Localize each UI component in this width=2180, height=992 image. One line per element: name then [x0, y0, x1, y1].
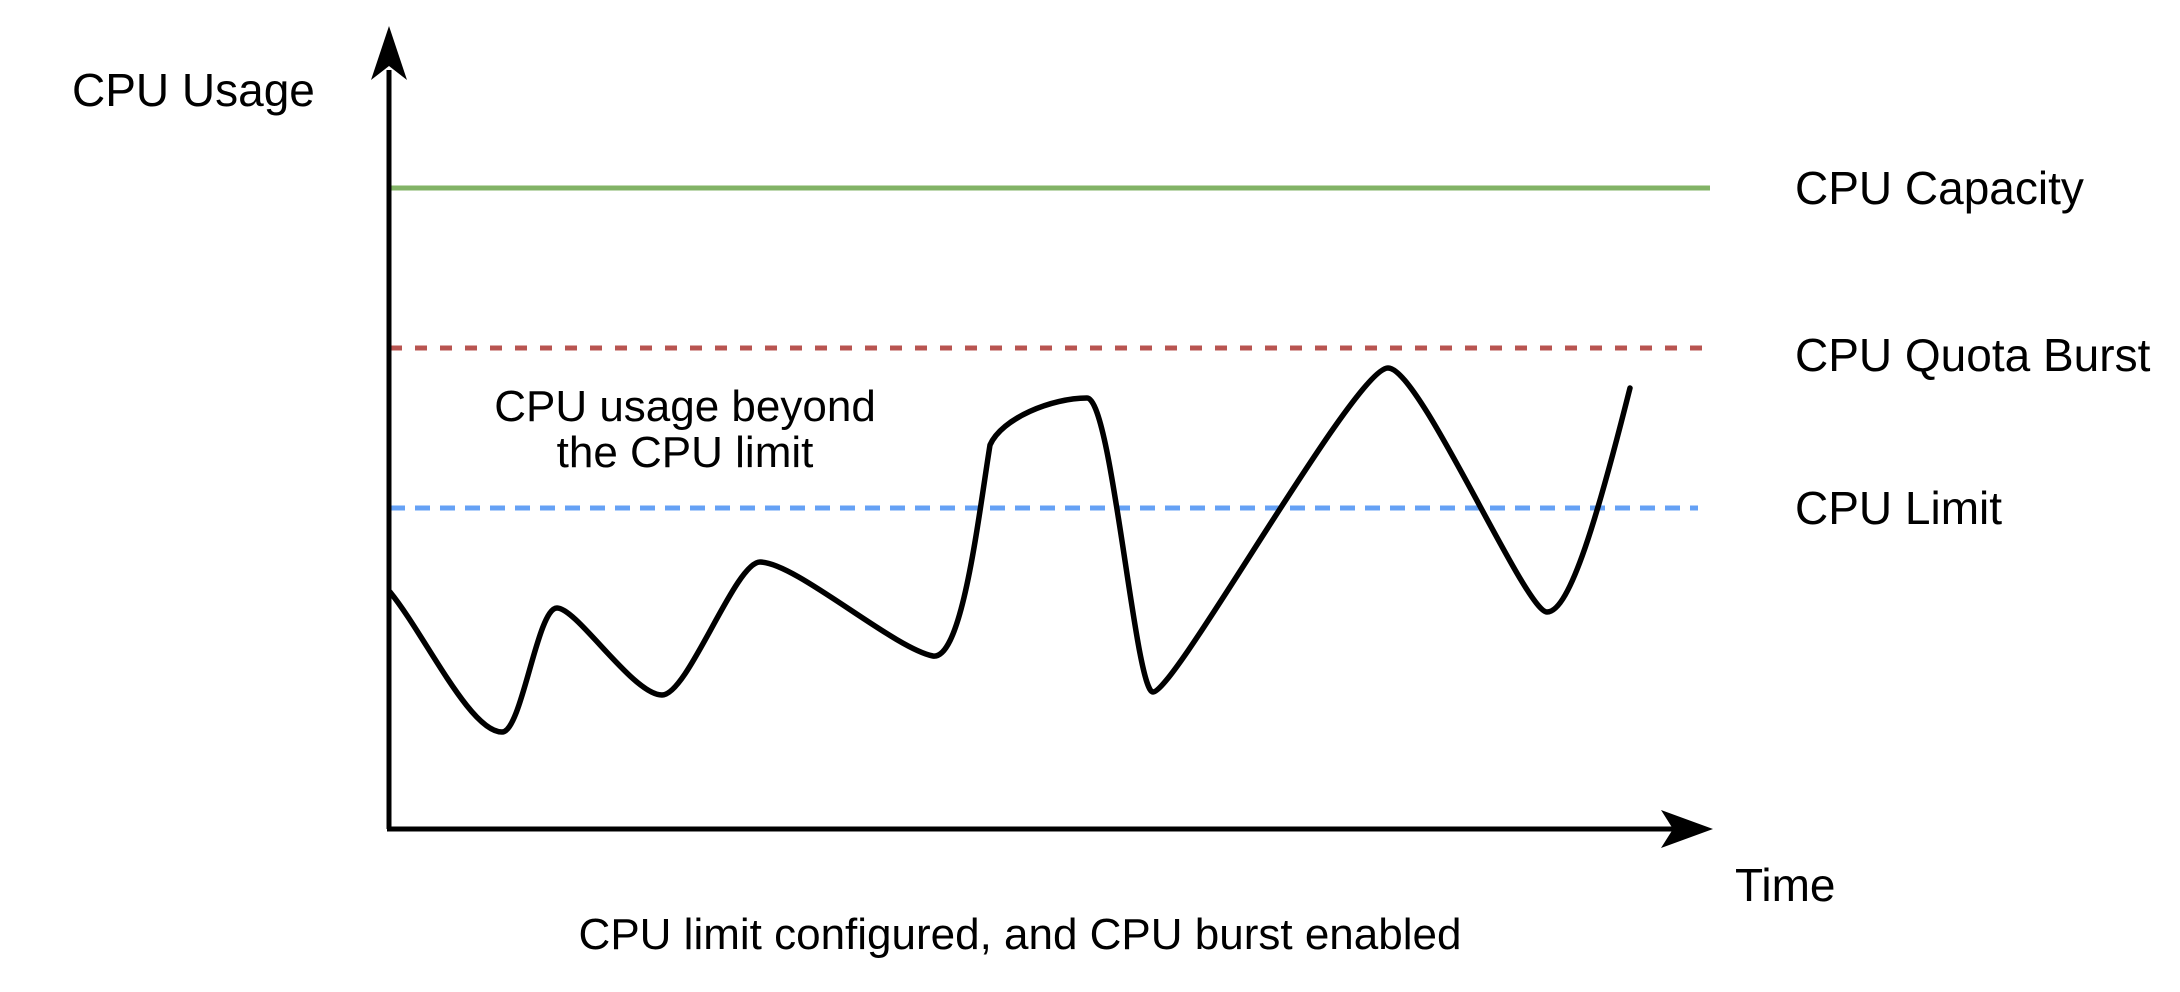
cpu-capacity-label: CPU Capacity	[1795, 162, 2084, 214]
x-axis-label: Time	[1735, 859, 1836, 911]
cpu-quota-burst-label: CPU Quota Burst	[1795, 329, 2151, 381]
annotation-line1: CPU usage beyond	[494, 382, 876, 431]
up-arrowhead-icon	[371, 26, 407, 80]
annotation-line2: the CPU limit	[556, 428, 814, 477]
figure-caption: CPU limit configured, and CPU burst enab…	[578, 910, 1462, 959]
cpu-usage-curve	[387, 365, 1633, 735]
right-arrowhead-icon	[1661, 810, 1713, 848]
y-axis-label: CPU Usage	[72, 64, 315, 116]
annotation-cpu-usage-beyond-limit: CPU usage beyond the CPU limit	[385, 384, 985, 476]
cpu-limit-label: CPU Limit	[1795, 482, 2003, 534]
